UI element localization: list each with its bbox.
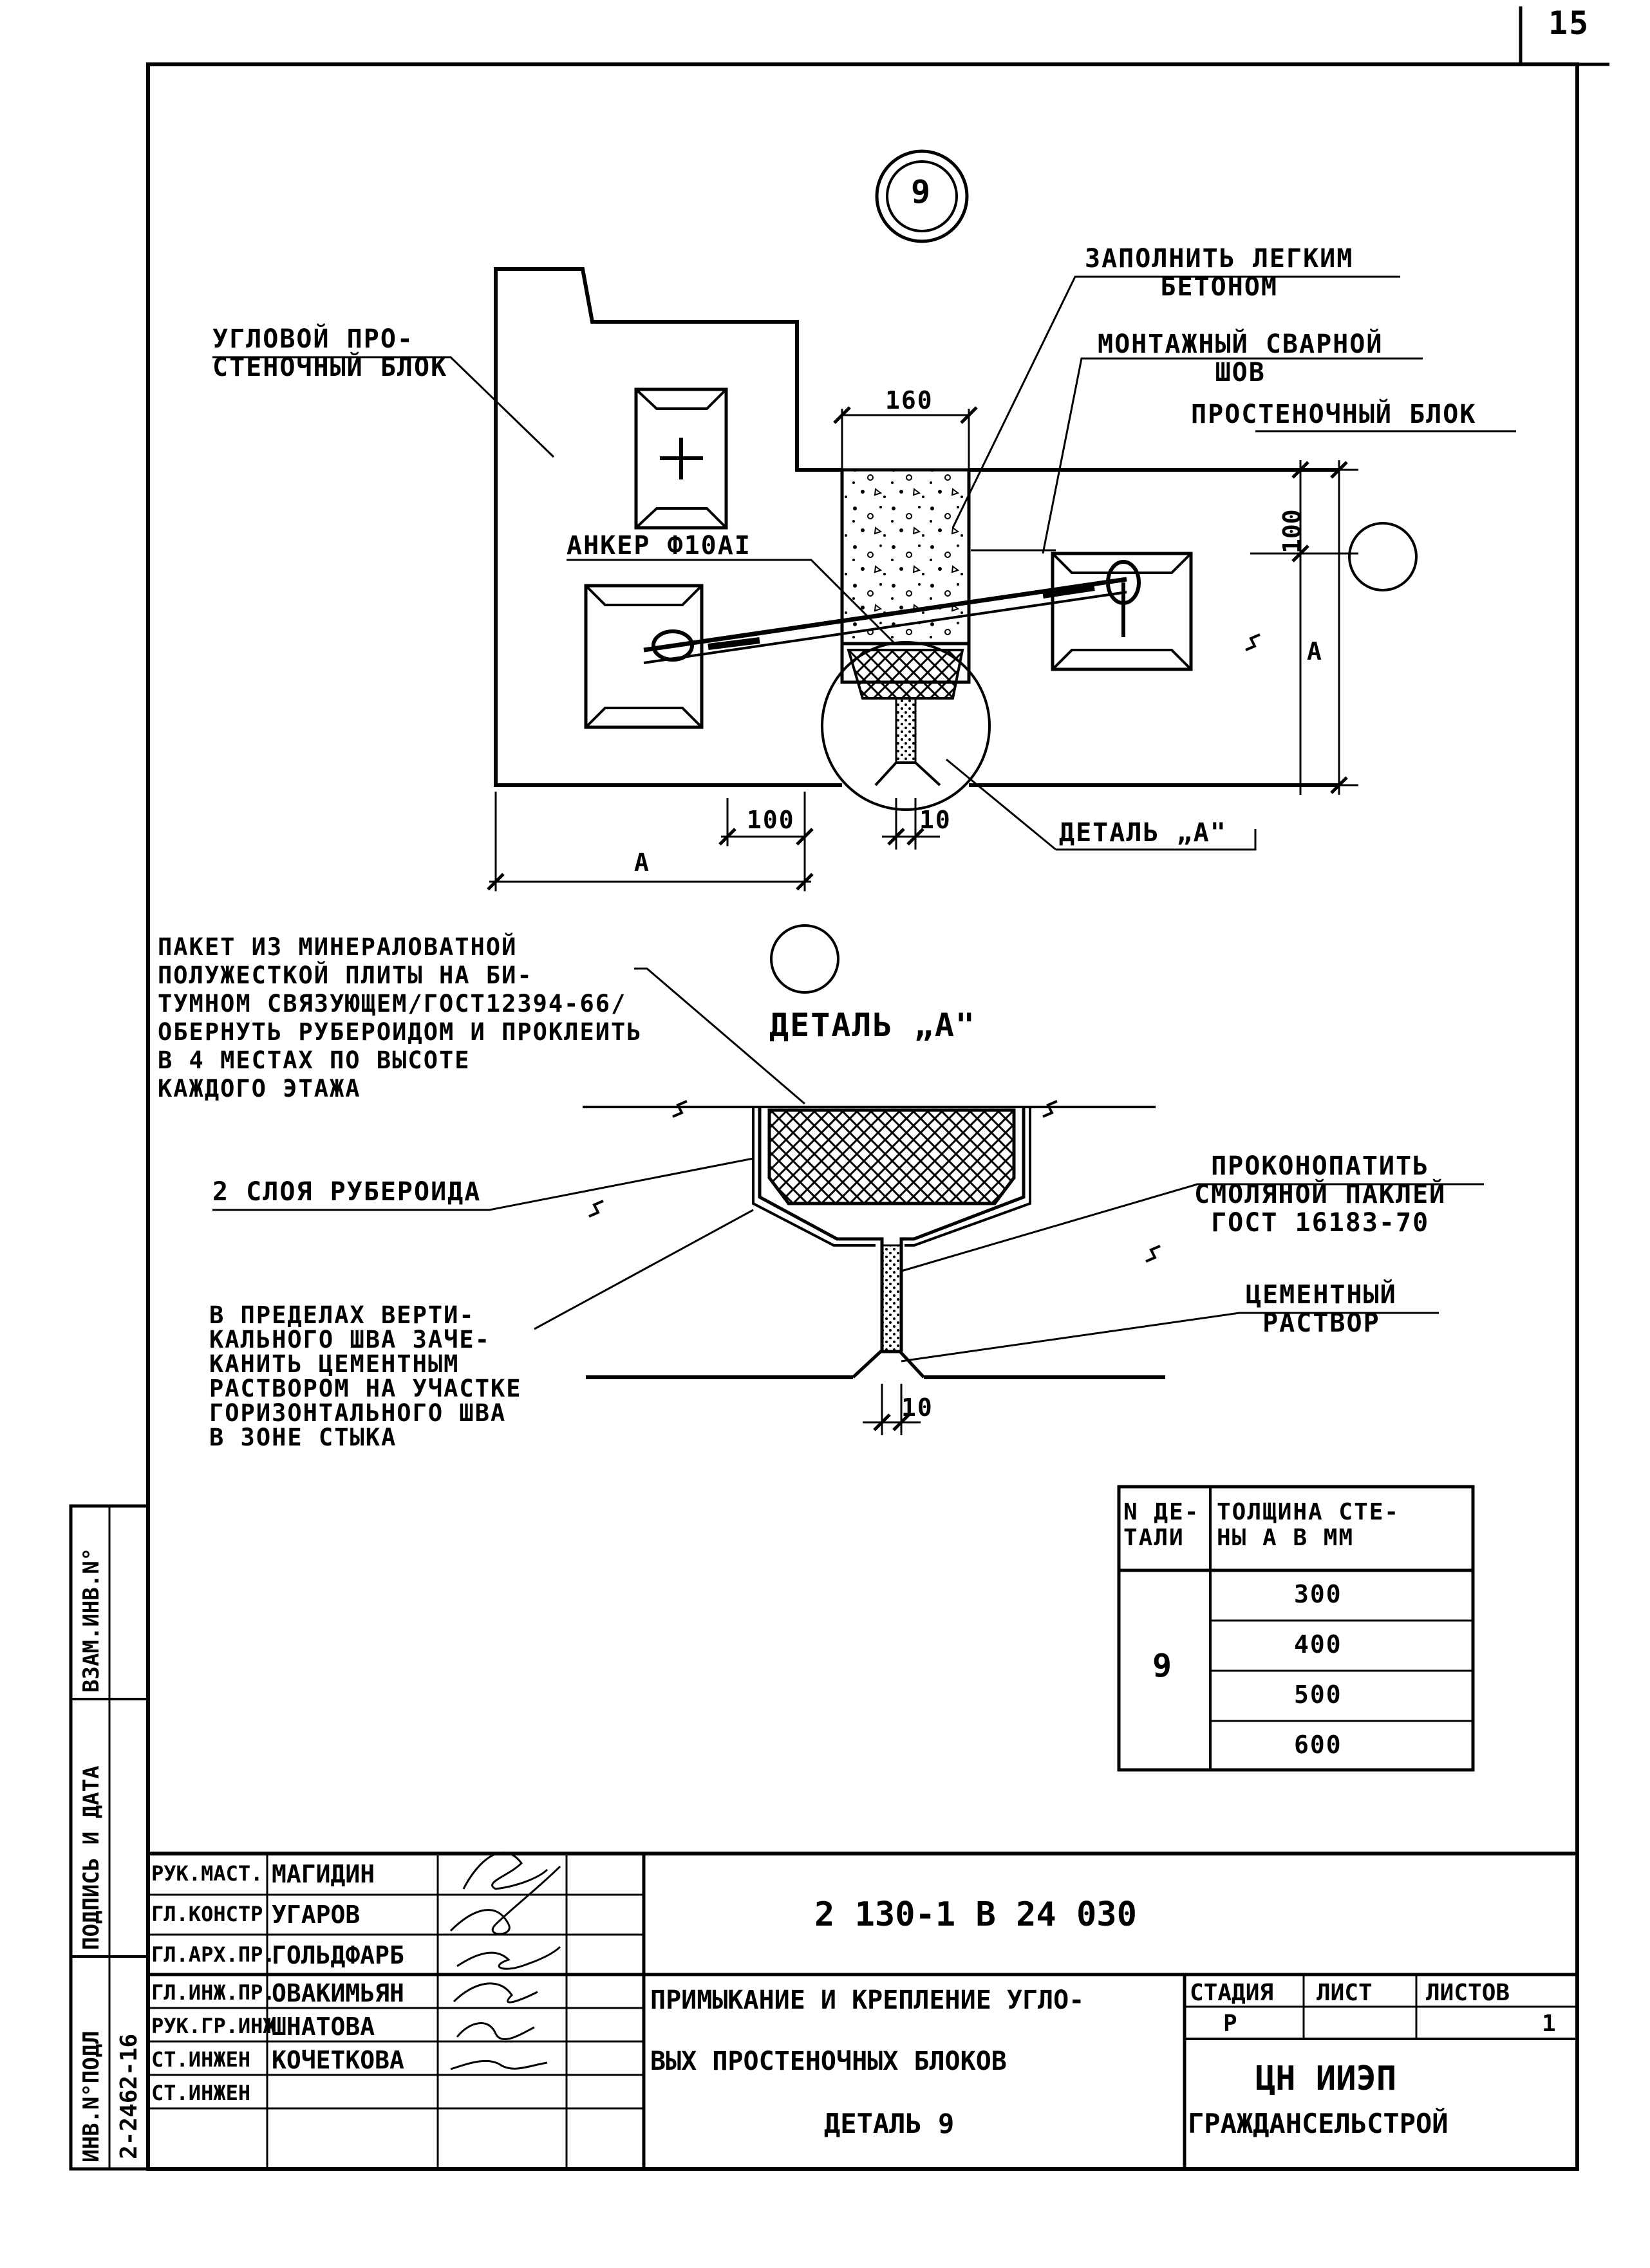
plan-dimensions	[487, 406, 1358, 891]
dim-a-vertical: А	[1307, 637, 1323, 665]
table-value-3: 500	[1294, 1680, 1342, 1709]
table-value-2: 400	[1294, 1630, 1342, 1659]
stage-value: Р	[1223, 2011, 1237, 2037]
vertical-seam-label: В ПРЕДЕЛАХ ВЕРТИ- КАЛЬНОГО ШВА ЗАЧЕ- КАН…	[209, 1301, 522, 1451]
sheets-value: 1	[1542, 2011, 1556, 2037]
sheet-frame	[146, 6, 1609, 2171]
table-value-4: 600	[1294, 1731, 1342, 1759]
dim-100-horizontal: 100	[747, 806, 795, 834]
plan-leaders	[212, 275, 1516, 851]
stage-header: СТАДИЯ	[1190, 1980, 1274, 2006]
staff-name-4: ОВАКИМЬЯН	[272, 1979, 404, 2007]
table-header-thickness: ТОЛЩИНА СТЕ- НЫ А В ММ	[1217, 1499, 1400, 1551]
dim-10-detail: 10	[901, 1393, 933, 1422]
staff-name-2: УГАРОВ	[272, 1901, 361, 1929]
sheets-header: ЛИСТОВ	[1426, 1980, 1510, 2006]
cement-label: ЦЕМЕНТНЫЙ РАСТВОР	[1246, 1280, 1397, 1338]
staff-role-6: СТ.ИНЖЕН	[151, 2047, 251, 2072]
org-line-1: ЦН ИИЭП	[1255, 2059, 1397, 2098]
staff-role-3: ГЛ.АРХ.ПР.	[151, 1942, 276, 1967]
title-block-grid	[148, 1852, 1577, 2169]
org-line-2: ГРАЖДАНСЕЛЬСТРОЙ	[1188, 2108, 1448, 2139]
detail-ref-label: ДЕТАЛЬ „А"	[1059, 818, 1227, 848]
thickness-table-grid	[1117, 1485, 1475, 1772]
dim-a-horizontal: А	[634, 848, 650, 877]
staff-name-6: КОЧЕТКОВА	[272, 2046, 404, 2074]
sheet-header: ЛИСТ	[1317, 1980, 1373, 2006]
detail-a-title: ДЕТАЛЬ „А"	[769, 1007, 977, 1044]
staff-role-4: ГЛ.ИНЖ.ПР.	[151, 1980, 276, 2005]
dim-100-vertical: 100	[1278, 509, 1306, 553]
corner-block-label: УГЛОВОЙ ПРО- СТЕНОЧНЫЙ БЛОК	[212, 324, 448, 382]
dim-10-plan: 10	[919, 806, 952, 834]
detail-leaders	[212, 967, 1484, 1362]
fill-concrete-label: ЗАПОЛНИТЬ ЛЕГКИМ БЕТОНОМ	[1085, 244, 1354, 302]
title-line-2: ВЫХ ПРОСТЕНОЧНЫХ БЛОКОВ	[650, 2047, 1007, 2076]
stamp-inv-value: 2-2462-16	[116, 2033, 142, 2159]
staff-role-7: СТ.ИНЖЕН	[151, 2081, 251, 2105]
staff-role-5: РУК.ГР.ИНЖ	[151, 2014, 276, 2038]
title-line-1: ПРИМЫКАНИЕ И КРЕПЛЕНИЕ УГЛО-	[650, 1985, 1085, 2015]
weld-seam-label: МОНТАЖНЫЙ СВАРНОЙ ШОВ	[1098, 330, 1383, 387]
table-detail-number: 9	[1152, 1647, 1174, 1684]
side-stamp-grid	[69, 1504, 150, 2171]
stamp-vzam-inv: ВЗАМ.ИНВ.N°	[79, 1547, 104, 1693]
signatures	[449, 1851, 561, 2070]
stamp-inv-podl: ИНВ.N°ПОДЛ	[79, 2031, 104, 2162]
plan-view	[494, 267, 1418, 994]
caulk-label: ПРОКОНОПАТИТЬ СМОЛЯНОЙ ПАКЛЕЙ ГОСТ 16183…	[1194, 1151, 1447, 1238]
table-header-detail: N ДЕ- ТАЛИ	[1123, 1499, 1200, 1551]
dim-160: 160	[885, 386, 933, 414]
packet-label: ПАКЕТ ИЗ МИНЕРАЛОВАТНОЙ ПОЛУЖЕСТКОЙ ПЛИТ…	[158, 933, 642, 1102]
staff-role-1: РУК.МАСТ.	[151, 1861, 263, 1886]
detail-a-view	[583, 1100, 1165, 1435]
anchor-label: АНКЕР Ф10АI	[567, 531, 751, 561]
staff-name-3: ГОЛЬДФАРБ	[272, 1941, 404, 1969]
detail-number-circle	[875, 149, 969, 243]
ruberoid-label: 2 СЛОЯ РУБЕРОИДА	[212, 1177, 482, 1207]
staff-role-2: ГЛ.КОНСТР	[151, 1902, 263, 1926]
title-line-3: ДЕТАЛЬ 9	[824, 2108, 955, 2139]
sheet-number: 15	[1548, 5, 1590, 42]
staff-name-5: ШНАТОВА	[272, 2012, 375, 2041]
table-value-1: 300	[1294, 1580, 1342, 1608]
detail-number: 9	[911, 173, 932, 210]
stamp-podpis-data: ПОДПИСЬ И ДАТА	[79, 1765, 104, 1950]
drawing-code: 2 130-1 В 24 030	[814, 1895, 1137, 1934]
wall-block-label: ПРОСТЕНОЧНЫЙ БЛОК	[1191, 400, 1477, 429]
staff-name-1: МАГИДИН	[272, 1860, 375, 1888]
